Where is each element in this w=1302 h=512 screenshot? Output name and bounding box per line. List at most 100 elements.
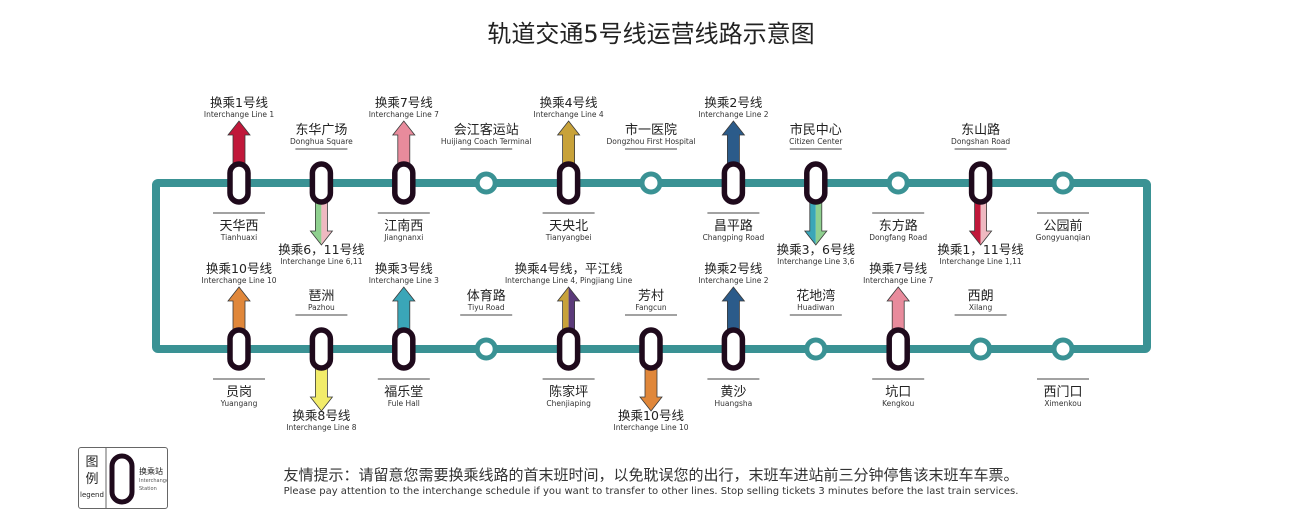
stations_top-station-7-name-cn: 市民中心 xyxy=(790,122,842,138)
stations_bottom-station-4-transfer-cn: 换乘4号线，平江线 xyxy=(515,261,623,276)
stations_bottom-station-10-name-cn: 西门口 xyxy=(1043,385,1082,400)
stations_bottom-station-5-transfer-en: Interchange Line 10 xyxy=(614,423,689,432)
stations_bottom-station-6-name-en: Huangsha xyxy=(715,399,753,408)
stations_top-station-9-interchange-marker xyxy=(968,161,993,205)
stations_top-station-8-name-cn: 东方路 xyxy=(879,218,918,234)
stations_bottom-station-9-name-en: Xilang xyxy=(969,303,993,312)
stations_top-station-7-transfer-arrow xyxy=(803,196,828,246)
stations_bottom-station-0-interchange-marker xyxy=(227,327,251,371)
stations_bottom-station-2-name-cn: 福乐堂 xyxy=(384,385,423,400)
stations_bottom-station-8-transfer-en: Interchange Line 7 xyxy=(863,276,933,285)
stations_top-station-2-interchange-marker xyxy=(392,161,416,205)
stations_top-station-6-name-en: Changping Road xyxy=(703,233,765,242)
stations_bottom-station-1-interchange-marker xyxy=(309,327,334,371)
legend-title-line1: 图 xyxy=(85,455,98,470)
stations_top-station-3-name-en: Huijiang Coach Terminal xyxy=(441,137,532,146)
stations_bottom-station-0-transfer-en: Interchange Line 10 xyxy=(202,276,277,285)
stations_top-station-4-name-en: Tianyangbei xyxy=(545,233,592,242)
legend-graphic: 图 例 legend 换乘站 Interchange Station xyxy=(80,448,169,508)
stations_bottom-station-4-name-cn: 陈家坪 xyxy=(549,384,588,400)
stations_bottom-station-6-name-cn: 黄沙 xyxy=(720,385,746,400)
legend-item-en-2: Station xyxy=(139,486,157,492)
stations_bottom-station-5-name-en: Fangcun xyxy=(635,303,667,312)
stations_bottom-station-3-marker xyxy=(474,337,498,361)
stations_top-station-7-transfer-cn: 换乘3，6号线 xyxy=(777,242,856,257)
stations_top-station-9-name-en: Dongshan Road xyxy=(951,137,1010,146)
stations_bottom-station-8-interchange-marker xyxy=(886,327,910,371)
stations_top-station-4-transfer-cn: 换乘4号线 xyxy=(540,95,598,110)
stations_bottom-station-2-transfer-cn: 换乘3号线 xyxy=(375,261,433,276)
stations_top-station-2-name-cn: 江南西 xyxy=(384,218,423,234)
stations_top-station-7-interchange-marker xyxy=(804,161,828,205)
stations_top-station-1-transfer-en: Interchange Line 6,11 xyxy=(280,257,362,266)
stations_top-station-0-interchange-marker xyxy=(227,161,251,205)
stations_bottom-station-5-name-cn: 芳村 xyxy=(638,289,664,304)
notice-text-en: Please pay attention to the interchange … xyxy=(283,486,1019,497)
stations_bottom-station-2-interchange-marker xyxy=(392,327,416,371)
line-5-route xyxy=(152,179,1151,353)
stations_bottom-station-2-name-en: Fule Hall xyxy=(388,399,420,408)
stations_top-station-6-name-cn: 昌平路 xyxy=(714,218,753,234)
stations_bottom-station-6-transfer-cn: 换乘2号线 xyxy=(704,261,762,276)
stations_bottom-station-6-transfer-en: Interchange Line 2 xyxy=(698,276,768,285)
stations_top-station-0-name-cn: 天华西 xyxy=(219,219,258,234)
stations_top-station-0-transfer-en: Interchange Line 1 xyxy=(204,110,274,119)
stations_top-station-8-name-en: Dongfang Road xyxy=(869,233,927,242)
stations_top-station-0-transfer-cn: 换乘1号线 xyxy=(210,95,268,110)
stations_bottom-station-4-interchange-marker xyxy=(556,327,581,371)
stations_top-station-1-transfer-cn: 换乘6，11号线 xyxy=(278,242,365,257)
stations_bottom-station-4-transfer-en: Interchange Line 4, Pingjiang Line xyxy=(505,276,633,285)
stations_bottom-station-5-interchange-marker xyxy=(639,327,663,371)
stations_top-station-5-marker xyxy=(639,171,663,195)
stations_bottom-station-5-transfer-cn: 换乘10号线 xyxy=(618,408,684,423)
legend-title-line2: 例 xyxy=(85,472,98,487)
stations_bottom-station-0-transfer-cn: 换乘10号线 xyxy=(206,261,272,276)
stations_bottom-station-3-name-en: Tiyu Road xyxy=(467,303,505,312)
stations_top-station-1-name-cn: 东华广场 xyxy=(295,123,347,138)
stations_top-station-10-marker xyxy=(1051,171,1075,195)
stations_bottom-station-7-name-cn: 花地湾 xyxy=(796,288,835,304)
stations_top-station-5-name-en: Dongzhou First Hospital xyxy=(606,137,695,146)
stations_top-station-7-name-en: Citizen Center xyxy=(789,137,843,146)
legend-item-en-1: Interchange xyxy=(139,478,167,484)
stations_top-station-1-name-en: Donghua Square xyxy=(290,137,353,146)
stations_top-station-10-name-en: Gongyuanqian xyxy=(1036,233,1091,242)
stations_top-station-10-name-cn: 公园前 xyxy=(1043,218,1082,234)
stations_bottom-station-8-name-cn: 坑口 xyxy=(885,385,911,400)
stations_bottom-station-10-marker xyxy=(1051,337,1075,361)
stations_bottom-station-1-name-cn: 琶洲 xyxy=(308,289,334,304)
stations_top-station-3-name-cn: 会江客运站 xyxy=(454,122,519,138)
stations_top-station-7-transfer-en: Interchange Line 3,6 xyxy=(777,257,855,266)
stations_bottom-station-1-transfer-cn: 换乘8号线 xyxy=(292,408,350,423)
stations_bottom-station-1-name-en: Pazhou xyxy=(308,303,335,312)
stations_bottom-station-4-name-en: Chenjiaping xyxy=(546,399,591,408)
stations_top-station-8-marker xyxy=(886,171,910,195)
stations_top-station-2-name-en: Jiangnanxi xyxy=(383,233,423,242)
stations_top-station-6-transfer-arrow xyxy=(721,120,746,170)
stations_bottom-station-7-marker xyxy=(804,337,828,361)
diagram-title: 轨道交通5号线运营线路示意图 xyxy=(487,20,815,48)
legend: 图 例 legend 换乘站 Interchange Station xyxy=(78,447,169,509)
notice-text-cn: 友情提示：请留意您需要换乘线路的首末班时间，以免耽误您的出行，末班车进站前三分钟… xyxy=(283,466,1019,484)
stations_top-station-5-name-cn: 市一医院 xyxy=(625,122,677,138)
stations_bottom-station-8-transfer-arrow xyxy=(886,286,911,336)
stations_top-station-0-name-en: Tianhuaxi xyxy=(220,233,257,242)
legend-title-en: legend xyxy=(80,491,104,499)
stations_top-station-1-interchange-marker xyxy=(309,161,334,205)
stations_top-station-2-transfer-en: Interchange Line 7 xyxy=(369,110,439,119)
stations_bottom-station-0-name-en: Yuangang xyxy=(220,399,258,408)
stations_top-station-9-transfer-en: Interchange Line 1,11 xyxy=(940,257,1022,266)
stations_top-station-6-interchange-marker xyxy=(721,161,746,205)
stations_bottom-station-6-interchange-marker xyxy=(721,327,746,371)
stations_bottom-station-7-name-en: Huadiwan xyxy=(797,303,835,312)
stations_top-station-6-transfer-cn: 换乘2号线 xyxy=(704,95,762,110)
legend-item-cn: 换乘站 xyxy=(139,466,163,476)
stations_bottom-station-1-transfer-en: Interchange Line 8 xyxy=(286,423,356,432)
stations_top-station-6-transfer-en: Interchange Line 2 xyxy=(698,110,768,119)
stations_top-station-2-transfer-cn: 换乘7号线 xyxy=(375,95,433,110)
stations_bottom-station-2-transfer-en: Interchange Line 3 xyxy=(369,276,439,285)
stations_top-station-1-transfer-arrow xyxy=(309,196,334,246)
stations_bottom-station-8-name-en: Kengkou xyxy=(882,399,914,408)
stations_bottom-station-5-transfer-arrow xyxy=(639,362,663,412)
